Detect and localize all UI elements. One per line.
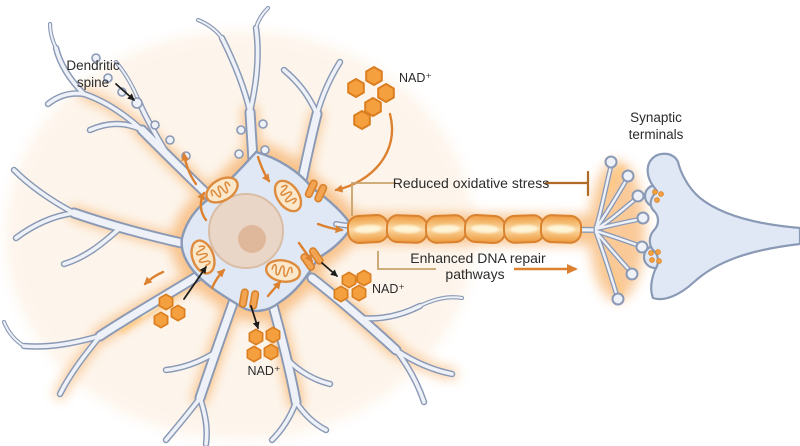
annotation-lines: [351, 170, 590, 274]
axon: [333, 214, 603, 244]
orange-arrow: [210, 268, 226, 290]
nad-hexagon: [377, 83, 395, 103]
orange-arrows: [143, 112, 394, 298]
enhanced-dna-repair-label-line1: Enhanced DNA repair: [410, 250, 546, 266]
axon-myelin-sheath: [346, 214, 583, 244]
dendritic-spine-label-line2: spine: [77, 75, 109, 90]
nad-hexagon: [353, 110, 371, 130]
nad-hexagon: [263, 343, 279, 361]
nad-hexagon: [341, 271, 357, 289]
membrane-receptor: [304, 179, 328, 203]
terminal-bouton: [625, 267, 639, 281]
orange-arrow: [197, 191, 208, 222]
mitochondrion: [264, 259, 302, 283]
black-arrow-dendritic-spine: [115, 83, 135, 101]
nad-hexagon: [356, 269, 372, 287]
terminal-bouton: [604, 155, 618, 169]
nad-hexagon: [248, 328, 264, 346]
nad-hexagon: [158, 293, 174, 311]
black-arrow-receptor-to-nad: [250, 305, 260, 329]
reduced-stress-bracket-line: [351, 182, 396, 216]
nad-label-top: NAD⁺: [399, 71, 432, 85]
nad-hexagon: [246, 345, 262, 363]
mitochondrion: [273, 179, 303, 213]
enhanced-repair-bracket-line: [377, 251, 436, 270]
nad-hexagon: [347, 78, 365, 98]
black-arrows: [115, 83, 338, 329]
terminal-bouton: [635, 240, 649, 254]
synaptic-terminals-label-line2: terminals: [629, 127, 684, 142]
orange-arrow-nad-to-receptor: [334, 112, 394, 193]
mitochondrion: [205, 176, 239, 204]
orange-arrow: [316, 222, 344, 234]
nad-hexagon: [365, 66, 383, 86]
nucleolus: [238, 225, 266, 253]
black-arrow-nad-to-mitochondrion: [183, 266, 207, 300]
nad-hexagon: [265, 326, 281, 344]
nad-label-bottom: NAD⁺: [248, 364, 281, 378]
orange-arrow: [143, 270, 165, 286]
orange-arrow: [181, 152, 198, 186]
enhanced-dna-repair-label-line2: pathways: [445, 266, 504, 282]
mitochondrion: [190, 239, 216, 275]
synaptic-terminal-branches: [593, 155, 650, 306]
terminal-bouton: [636, 211, 650, 225]
terminal-bouton: [631, 189, 645, 203]
orange-arrow: [297, 241, 314, 263]
text-labels: Dendritic spine NAD⁺ NAD⁺ NAD⁺ Reduced o…: [66, 58, 683, 378]
nad-hexagon: [351, 284, 367, 302]
synaptic-vesicles: [648, 189, 664, 264]
orange-arrow: [266, 280, 282, 298]
nad-hexagon: [333, 285, 349, 303]
synaptic-terminals-label-line1: Synaptic: [630, 110, 682, 125]
reduced-oxidative-stress-label: Reduced oxidative stress: [393, 175, 549, 191]
postsynaptic-cell: [642, 152, 800, 301]
terminal-bouton: [621, 169, 635, 183]
black-arrow-receptor-to-nad: [321, 262, 338, 277]
nad-hexagon: [153, 311, 169, 329]
orange-arrow: [256, 155, 271, 183]
terminal-bouton: [611, 292, 625, 306]
nad-hexagon: [170, 304, 186, 322]
nad-label-right: NAD⁺: [372, 282, 405, 296]
membrane-receptor: [238, 288, 260, 310]
dendritic-spine-label-line1: Dendritic: [66, 58, 120, 73]
